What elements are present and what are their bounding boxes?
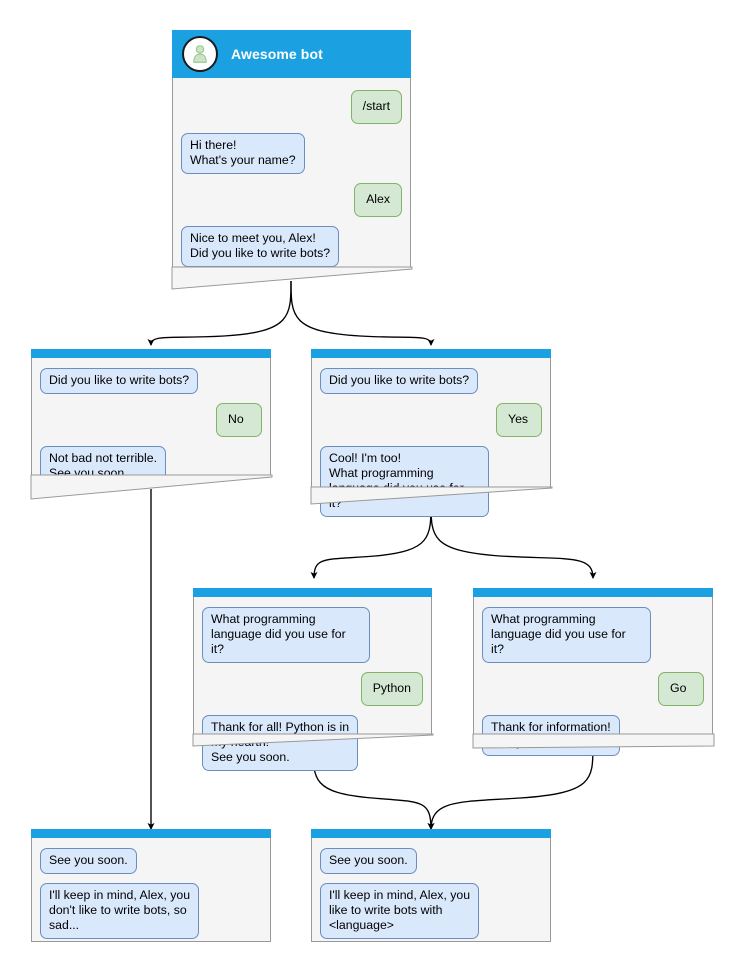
bot-message-bubble[interactable]: Did you like to write bots? bbox=[320, 368, 479, 394]
message-row: Nice to meet you, Alex! Did you like to … bbox=[181, 226, 402, 267]
message-row: Did you like to write bots? bbox=[320, 368, 542, 394]
bot-name-label: Awesome bot bbox=[231, 46, 323, 62]
avatar bbox=[182, 36, 218, 72]
chat-transcript: See you soon. I'll keep in mind, Alex, y… bbox=[32, 839, 270, 941]
message-row: /start bbox=[181, 90, 402, 124]
chat-transcript: Did you like to write bots? Yes Cool! I'… bbox=[312, 359, 550, 517]
window-titlebar bbox=[31, 349, 271, 358]
bot-message-bubble[interactable]: Thank for information! See you soon. bbox=[482, 715, 620, 756]
message-row: Go bbox=[482, 672, 704, 706]
message-row: What programming language did you use fo… bbox=[202, 607, 423, 663]
message-row: I'll keep in mind, Alex, you don't like … bbox=[40, 883, 262, 939]
bot-message-bubble[interactable]: Did you like to write bots? bbox=[40, 368, 199, 394]
bot-message-bubble[interactable]: Thank for all! Python is in my hearth! S… bbox=[202, 715, 359, 771]
bot-message-bubble[interactable]: What programming language did you use fo… bbox=[482, 607, 651, 663]
message-row: I'll keep in mind, Alex, you like to wri… bbox=[320, 883, 542, 939]
user-message-bubble[interactable]: Alex bbox=[354, 183, 402, 217]
message-row: No bbox=[40, 403, 262, 437]
user-message-bubble[interactable]: /start bbox=[350, 90, 402, 124]
message-row: Hi there! What's your name? bbox=[181, 133, 402, 174]
message-row: Did you like to write bots? bbox=[40, 368, 262, 394]
user-message-bubble[interactable]: No bbox=[216, 403, 262, 437]
edge-go-to-end bbox=[427, 744, 594, 830]
bot-message-bubble[interactable]: Hi there! What's your name? bbox=[181, 133, 305, 174]
message-row: Yes bbox=[320, 403, 542, 437]
user-message-bubble[interactable]: Yes bbox=[496, 403, 542, 437]
node-end-no-window[interactable]: See you soon. I'll keep in mind, Alex, y… bbox=[31, 829, 271, 942]
message-row: Thank for all! Python is in my hearth! S… bbox=[202, 715, 423, 771]
message-row: Python bbox=[202, 672, 423, 706]
bot-message-bubble[interactable]: Not bad not terrible. See you soon. bbox=[40, 446, 167, 487]
chat-transcript: What programming language did you use fo… bbox=[194, 598, 431, 771]
message-row: Alex bbox=[181, 183, 402, 217]
edge-root-to-no bbox=[147, 280, 292, 346]
node-answer-no-window[interactable]: Did you like to write bots? No Not bad n… bbox=[31, 349, 271, 487]
message-row: See you soon. bbox=[320, 848, 542, 874]
bot-message-bubble[interactable]: See you soon. bbox=[320, 848, 417, 874]
message-row: See you soon. bbox=[40, 848, 262, 874]
bot-message-bubble[interactable]: What programming language did you use fo… bbox=[202, 607, 370, 663]
chat-transcript: See you soon. I'll keep in mind, Alex, y… bbox=[312, 839, 550, 941]
chat-transcript: /start Hi there! What's your name? Alex … bbox=[173, 79, 410, 267]
node-answer-python-window[interactable]: What programming language did you use fo… bbox=[193, 588, 432, 771]
message-row: What programming language did you use fo… bbox=[482, 607, 704, 663]
bot-message-bubble[interactable]: I'll keep in mind, Alex, you like to wri… bbox=[320, 883, 480, 939]
window-titlebar: Awesome bot bbox=[172, 30, 411, 78]
user-message-bubble[interactable]: Python bbox=[360, 672, 423, 706]
message-row: Cool! I'm too! What programming language… bbox=[320, 446, 542, 517]
node-end-yes-window[interactable]: See you soon. I'll keep in mind, Alex, y… bbox=[311, 829, 551, 942]
window-titlebar bbox=[193, 588, 432, 597]
message-row: Thank for information! See you soon. bbox=[482, 715, 704, 756]
window-titlebar bbox=[311, 829, 551, 838]
window-titlebar bbox=[473, 588, 713, 597]
window-titlebar bbox=[311, 349, 551, 358]
edge-root-to-yes bbox=[290, 280, 435, 346]
person-icon bbox=[193, 45, 207, 63]
bot-message-bubble[interactable]: Cool! I'm too! What programming language… bbox=[320, 446, 489, 517]
message-row: Not bad not terrible. See you soon. bbox=[40, 446, 262, 487]
user-message-bubble[interactable]: Go bbox=[658, 672, 704, 706]
node-answer-yes-window[interactable]: Did you like to write bots? Yes Cool! I'… bbox=[311, 349, 551, 517]
node-start-window[interactable]: Awesome bot /start Hi there! What's your… bbox=[172, 30, 411, 268]
bot-message-bubble[interactable]: See you soon. bbox=[40, 848, 137, 874]
chat-transcript: What programming language did you use fo… bbox=[474, 598, 712, 756]
node-answer-go-window[interactable]: What programming language did you use fo… bbox=[473, 588, 713, 756]
bot-message-bubble[interactable]: I'll keep in mind, Alex, you don't like … bbox=[40, 883, 200, 939]
bot-message-bubble[interactable]: Nice to meet you, Alex! Did you like to … bbox=[181, 226, 340, 267]
window-titlebar bbox=[31, 829, 271, 838]
node-start-skirt bbox=[171, 266, 413, 290]
chat-transcript: Did you like to write bots? No Not bad n… bbox=[32, 359, 270, 487]
